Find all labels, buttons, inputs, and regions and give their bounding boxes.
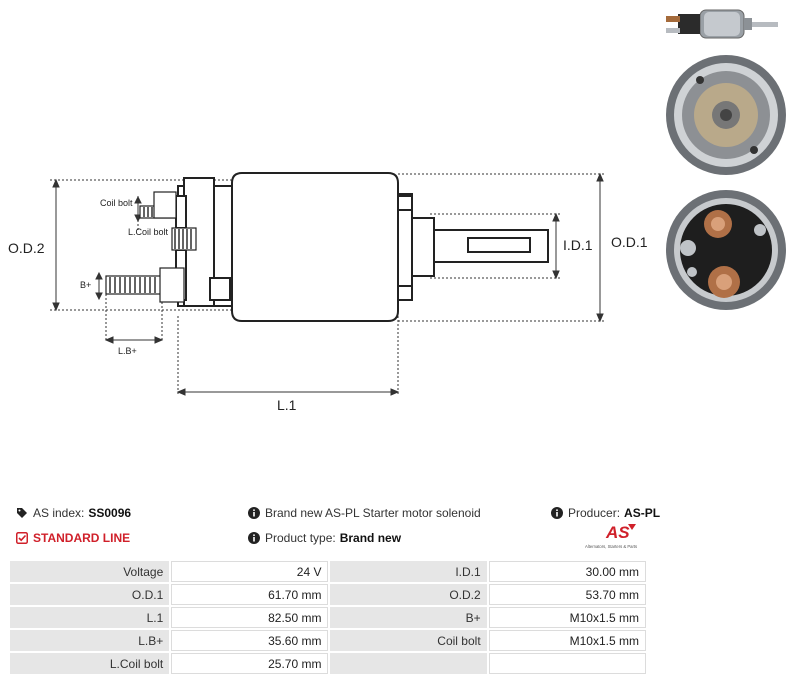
product-type-row: Product type: Brand new [248,531,401,545]
spec-value: 24 V [171,561,329,582]
table-row: L.Coil bolt 25.70 mm [10,653,646,674]
solenoid-rear-photo [666,55,786,175]
product-type-value: Brand new [339,531,402,545]
description-row: Brand new AS-PL Starter motor solenoid [248,506,481,520]
solenoid-side-photo [666,9,778,39]
spec-label: O.D.2 [330,584,487,605]
od1-label: O.D.1 [611,234,648,250]
spec-label: Coil bolt [330,630,487,651]
l1-label: L.1 [277,397,297,413]
spec-label: L.Coil bolt [10,653,170,674]
as-index-row: AS index: SS0096 [16,506,131,520]
svg-text:AS: AS [605,523,630,542]
info-icon [248,507,260,519]
info-icon [248,532,260,544]
table-row: L.B+ 35.60 mm Coil bolt M10x1.5 mm [10,630,646,651]
spec-label: O.D.1 [10,584,170,605]
spec-value: 35.60 mm [171,630,329,651]
spec-value: M10x1.5 mm [488,630,646,651]
description-text: Brand new AS-PL Starter motor solenoid [265,506,481,520]
as-index-label: AS index: [33,506,85,520]
table-row: Voltage 24 V I.D.1 30.00 mm [10,561,646,582]
spec-value: 82.50 mm [171,607,329,628]
solenoid-terminal-photo [666,190,786,310]
spec-label: I.D.1 [330,561,487,582]
as-index-value: SS0096 [88,506,132,520]
checkbox-checked-icon [16,532,28,544]
spec-label [330,653,487,674]
spec-label: B+ [330,607,487,628]
spec-label: L.B+ [10,630,170,651]
tags-icon [17,508,27,518]
producer-value: AS-PL [624,506,661,520]
standard-line-text: STANDARD LINE [33,531,131,545]
info-icon [551,507,563,519]
table-row: L.1 82.50 mm B+ M10x1.5 mm [10,607,646,628]
producer-label: Producer: [568,506,621,520]
as-pl-logo: AS Alternators, Starters & Parts [585,523,637,549]
producer-row: Producer: AS-PL [551,506,660,520]
od2-label: O.D.2 [8,240,45,256]
svg-text:Alternators, Starters & Parts: Alternators, Starters & Parts [585,544,637,549]
standard-line-row: STANDARD LINE [16,531,130,545]
spec-label: Voltage [10,561,170,582]
id1-label: I.D.1 [563,237,593,253]
product-type-label: Product type: [265,531,336,545]
l-b-plus-label: L.B+ [118,346,137,356]
spec-value: 61.70 mm [171,584,329,605]
coil-bolt-label: Coil bolt [100,198,133,208]
specifications-table: Voltage 24 V I.D.1 30.00 mm O.D.1 61.70 … [8,559,648,676]
l-coil-bolt-label: L.Coil bolt [128,227,169,237]
spec-value: 25.70 mm [171,653,329,674]
spec-value: 30.00 mm [488,561,646,582]
spec-label: L.1 [10,607,170,628]
table-row: O.D.1 61.70 mm O.D.2 53.70 mm [10,584,646,605]
solenoid-technical-drawing: O.D.2 O.D.1 I.D.1 L.1 Coil bolt L.Coil b… [8,172,648,413]
spec-value: 53.70 mm [488,584,646,605]
b-plus-label: B+ [80,280,91,290]
spec-value: M10x1.5 mm [488,607,646,628]
spec-value [488,653,646,674]
